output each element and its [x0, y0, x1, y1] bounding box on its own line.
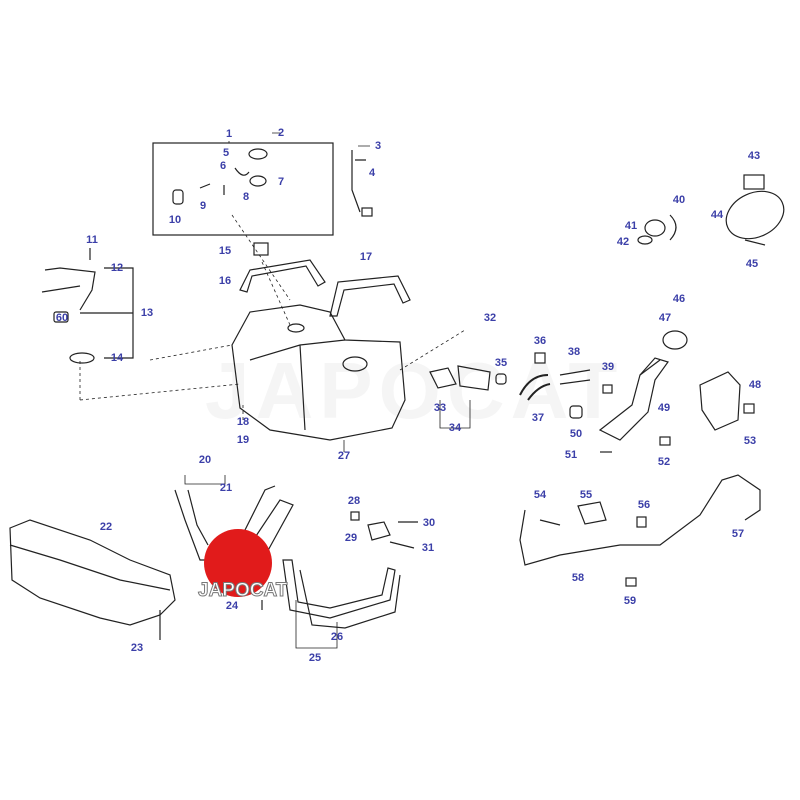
callout-49[interactable]: 49: [657, 402, 671, 414]
callout-43[interactable]: 43: [747, 150, 761, 162]
callout-21[interactable]: 21: [219, 482, 233, 494]
callout-45[interactable]: 45: [745, 258, 759, 270]
callout-46[interactable]: 46: [672, 293, 686, 305]
callout-48[interactable]: 48: [748, 379, 762, 391]
callout-2[interactable]: 2: [277, 127, 285, 139]
callout-37[interactable]: 37: [531, 412, 545, 424]
callout-56[interactable]: 56: [637, 499, 651, 511]
callout-50[interactable]: 50: [569, 428, 583, 440]
callout-3[interactable]: 3: [374, 140, 382, 152]
callout-58[interactable]: 58: [571, 572, 585, 584]
callout-38[interactable]: 38: [567, 346, 581, 358]
callout-7[interactable]: 7: [277, 176, 285, 188]
logo-text: JAPOCAT: [197, 580, 288, 602]
callout-8[interactable]: 8: [242, 191, 250, 203]
callout-53[interactable]: 53: [743, 435, 757, 447]
callout-34[interactable]: 34: [448, 422, 462, 434]
callout-29[interactable]: 29: [344, 532, 358, 544]
callout-32[interactable]: 32: [483, 312, 497, 324]
logo-red-circle: [204, 529, 272, 597]
callout-31[interactable]: 31: [421, 542, 435, 554]
callout-26[interactable]: 26: [330, 631, 344, 643]
callout-40[interactable]: 40: [672, 194, 686, 206]
callout-55[interactable]: 55: [579, 489, 593, 501]
callout-20[interactable]: 20: [198, 454, 212, 466]
callout-5[interactable]: 5: [222, 147, 230, 159]
callout-18[interactable]: 18: [236, 416, 250, 428]
callout-19[interactable]: 19: [236, 434, 250, 446]
callout-27[interactable]: 27: [337, 450, 351, 462]
callout-30[interactable]: 30: [422, 517, 436, 529]
callout-54[interactable]: 54: [533, 489, 547, 501]
callout-47[interactable]: 47: [658, 312, 672, 324]
callout-44[interactable]: 44: [710, 209, 724, 221]
callout-57[interactable]: 57: [731, 528, 745, 540]
callout-23[interactable]: 23: [130, 642, 144, 654]
callout-15[interactable]: 15: [218, 245, 232, 257]
callout-4[interactable]: 4: [368, 167, 376, 179]
callout-60[interactable]: 60: [55, 312, 69, 324]
callout-33[interactable]: 33: [433, 402, 447, 414]
callout-10[interactable]: 10: [168, 214, 182, 226]
callout-11[interactable]: 11: [86, 234, 98, 246]
callout-16[interactable]: 16: [218, 275, 232, 287]
callout-36[interactable]: 36: [533, 335, 547, 347]
callout-28[interactable]: 28: [347, 495, 361, 507]
callout-42[interactable]: 42: [616, 236, 630, 248]
callout-39[interactable]: 39: [601, 361, 615, 373]
callout-24[interactable]: 24: [225, 600, 239, 612]
callout-35[interactable]: 35: [494, 357, 508, 369]
watermark: JAPOCAT: [205, 346, 624, 435]
callout-59[interactable]: 59: [623, 595, 637, 607]
callout-1[interactable]: 1: [225, 128, 233, 140]
callout-51[interactable]: 51: [564, 449, 578, 461]
pump-group-box: [152, 142, 334, 236]
callout-12[interactable]: 12: [110, 262, 124, 274]
callout-41[interactable]: 41: [624, 220, 638, 232]
callout-17[interactable]: 17: [359, 251, 373, 263]
callout-9[interactable]: 9: [199, 200, 207, 212]
callout-13[interactable]: 13: [140, 307, 154, 319]
callout-22[interactable]: 22: [99, 521, 113, 533]
callout-25[interactable]: 25: [308, 652, 322, 664]
callout-52[interactable]: 52: [657, 456, 671, 468]
callout-6[interactable]: 6: [219, 160, 227, 172]
callout-14[interactable]: 14: [110, 352, 124, 364]
